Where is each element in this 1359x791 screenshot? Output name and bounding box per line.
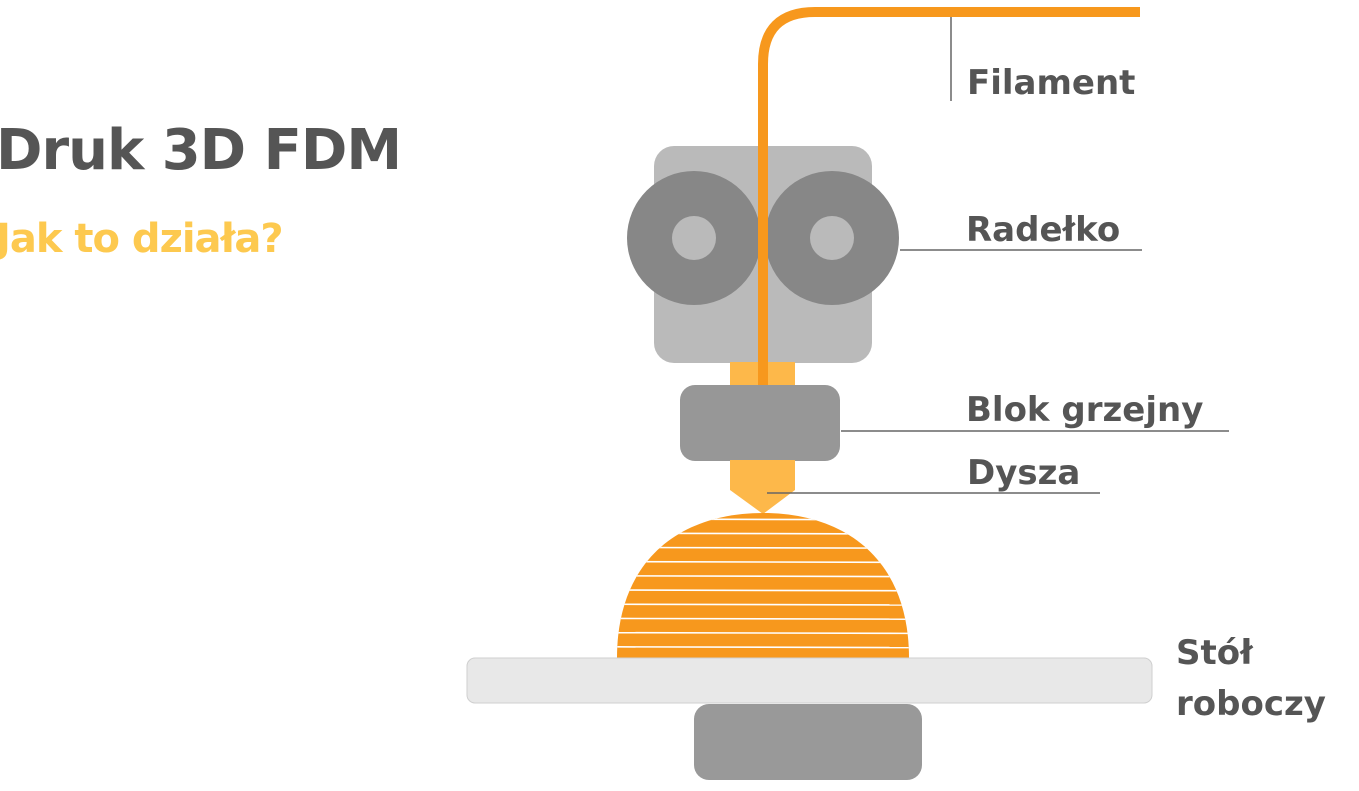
page-title: Druk 3D FDM bbox=[0, 118, 402, 183]
print-bed bbox=[466, 657, 1153, 704]
roller-left-hub bbox=[672, 216, 716, 260]
label-stol-line2: roboczy bbox=[1176, 684, 1326, 724]
heater-block bbox=[680, 385, 840, 461]
layer-line bbox=[617, 589, 909, 592]
layer-line bbox=[617, 574, 909, 578]
layer-line bbox=[617, 532, 909, 535]
label-radelko: Radełko bbox=[966, 210, 1121, 250]
label-dysza: Dysza bbox=[967, 453, 1081, 493]
label-blok-grzejny: Blok grzejny bbox=[966, 390, 1204, 430]
layer-line bbox=[617, 546, 909, 550]
nozzle bbox=[730, 460, 795, 514]
layer-line bbox=[617, 518, 909, 521]
layer-line bbox=[617, 631, 909, 635]
layer-line bbox=[617, 645, 909, 649]
label-stol-line1: Stół bbox=[1176, 633, 1253, 673]
layer-line bbox=[617, 560, 909, 564]
printed-object bbox=[617, 513, 909, 658]
layer-line bbox=[617, 617, 909, 621]
bed-support bbox=[694, 704, 922, 780]
filament bbox=[758, 7, 1140, 385]
label-filament: Filament bbox=[967, 63, 1136, 103]
roller-right-hub bbox=[810, 216, 854, 260]
layer-line bbox=[617, 603, 909, 606]
page-subtitle: Jak to działa? bbox=[0, 216, 284, 262]
